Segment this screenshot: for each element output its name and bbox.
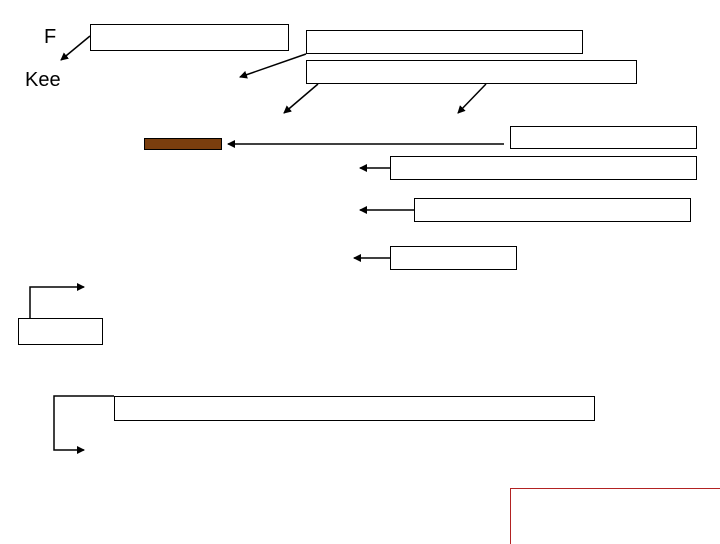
box-right-2 bbox=[390, 156, 697, 180]
box-right-1 bbox=[510, 126, 697, 149]
arrow-down-left bbox=[283, 83, 319, 114]
box-top-middle bbox=[306, 30, 583, 54]
red-frame bbox=[510, 488, 720, 544]
elbow-arrow-lower bbox=[53, 395, 114, 454]
arrow-down-right bbox=[457, 83, 487, 114]
box-top-left bbox=[90, 24, 289, 51]
elbow-arrow-upper bbox=[29, 283, 85, 318]
box-left-small bbox=[18, 318, 103, 345]
box-right-3 bbox=[414, 198, 691, 222]
box-bottom-wide bbox=[114, 396, 595, 421]
box-right-4 bbox=[390, 246, 517, 270]
arrow-to-f bbox=[60, 35, 91, 61]
label-kee: Kee bbox=[25, 69, 61, 91]
arrow-to-kee-region bbox=[239, 53, 307, 79]
brown-swatch bbox=[144, 138, 222, 150]
label-f: F bbox=[44, 26, 57, 48]
box-top-wide bbox=[306, 60, 637, 84]
